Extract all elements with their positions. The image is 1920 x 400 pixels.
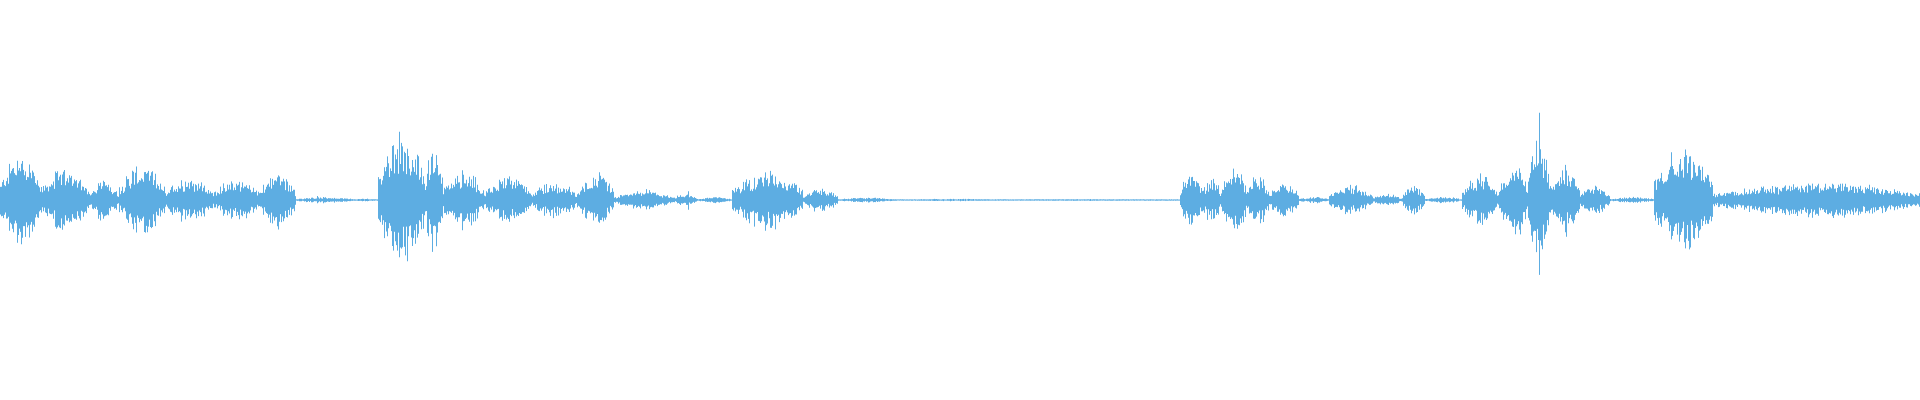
waveform-path (0, 112, 1920, 275)
